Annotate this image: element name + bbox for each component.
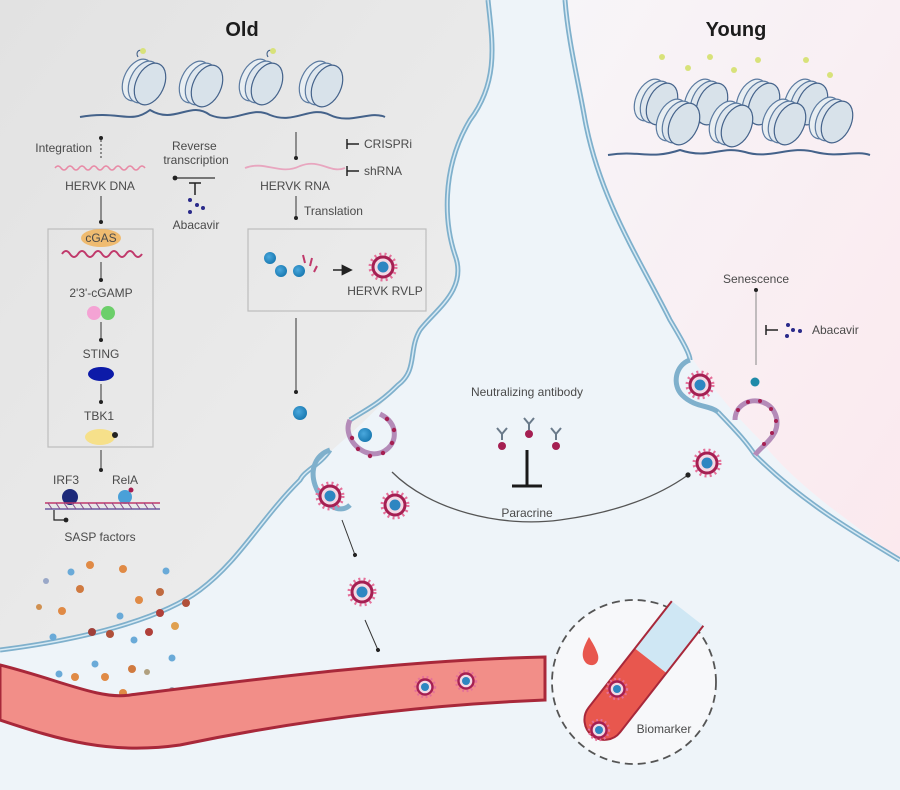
young-chromatin (607, 54, 871, 156)
tbk1-label: TBK1 (84, 409, 114, 423)
abacavir-inhibit-icon (765, 325, 778, 335)
endocytic-pocket (673, 357, 720, 415)
phosphate-icon (128, 487, 134, 493)
shrna-label: shRNA (364, 164, 402, 178)
old-title: Old (225, 19, 258, 41)
abacavir-molecule-icon (785, 323, 802, 338)
rela-protein (118, 490, 132, 504)
hervk-rna-strand (244, 162, 346, 171)
reverse-transcription-label: Reverse transcription (163, 139, 228, 167)
released-capsid (293, 406, 307, 420)
sting-protein (88, 367, 114, 381)
hervk-rna-label: HERVK RNA (260, 179, 330, 193)
transcription-start-arrow (53, 510, 69, 523)
budding-site-young (732, 398, 780, 457)
cgamp-molecule-a (87, 306, 101, 320)
young-abacavir-label: Abacavir (812, 323, 859, 337)
antibody-icons (496, 417, 562, 450)
crispri-inhibit-icon (346, 139, 359, 149)
inhibit-icon (189, 182, 201, 195)
hervk-dna-label: HERVK DNA (65, 179, 135, 193)
sting-label: STING (83, 347, 120, 361)
old-cell-body (0, 0, 493, 650)
to-blood-arrow-1 (341, 519, 357, 557)
paracrine-arrow (391, 471, 691, 523)
capsid-proteins (264, 252, 318, 277)
budding-virus-old (345, 411, 397, 459)
tbk1-protein (85, 429, 115, 445)
abacavir-molecule-icon (188, 198, 205, 214)
rela-label: RelA (112, 473, 138, 487)
young-cell-membrane (562, 0, 900, 563)
old-chromatin (79, 48, 386, 120)
blood-vessel (0, 655, 547, 750)
cgas-protein (81, 229, 121, 247)
cgamp-molecule-b (101, 306, 115, 320)
blood-drop-icon (582, 637, 599, 666)
senescence-label: Senescence (723, 272, 789, 286)
dna-helix (45, 502, 160, 510)
irf3-protein (62, 489, 78, 505)
biomarker-label: Biomarker (637, 722, 692, 736)
phosphate-icon (112, 432, 118, 438)
hervk-dna-strand (54, 165, 146, 171)
hervk-rvlp-label: HERVK RVLP (347, 284, 423, 298)
translation-label: Translation (304, 204, 363, 218)
cgamp-label: 2'3'-cGAMP (69, 286, 132, 300)
young-title: Young (706, 19, 767, 41)
rvlp-assembly-box (247, 228, 427, 312)
irf3-label: IRF3 (53, 473, 79, 487)
neutralizing-antibody-label: Neutralizing antibody (471, 385, 583, 399)
cytosolic-dna (61, 250, 143, 258)
young-cell-body (565, 0, 900, 560)
cgas-label: cGAS (85, 231, 116, 245)
paracrine-label: Paracrine (501, 506, 553, 520)
sasp-factors-label: SASP factors (64, 530, 135, 544)
capsid-in-young-cell (750, 377, 760, 387)
abacavir-label: Abacavir (173, 218, 220, 232)
cgas-sting-pathway-box (47, 228, 154, 448)
shrna-inhibit-icon (346, 166, 359, 176)
crispri-label: CRISPRi (364, 137, 412, 151)
to-blood-arrow-2 (364, 619, 380, 652)
membrane-pocket (310, 447, 352, 512)
integration-label: Integration (35, 141, 92, 155)
inhibit-paracrine-icon (512, 450, 542, 488)
